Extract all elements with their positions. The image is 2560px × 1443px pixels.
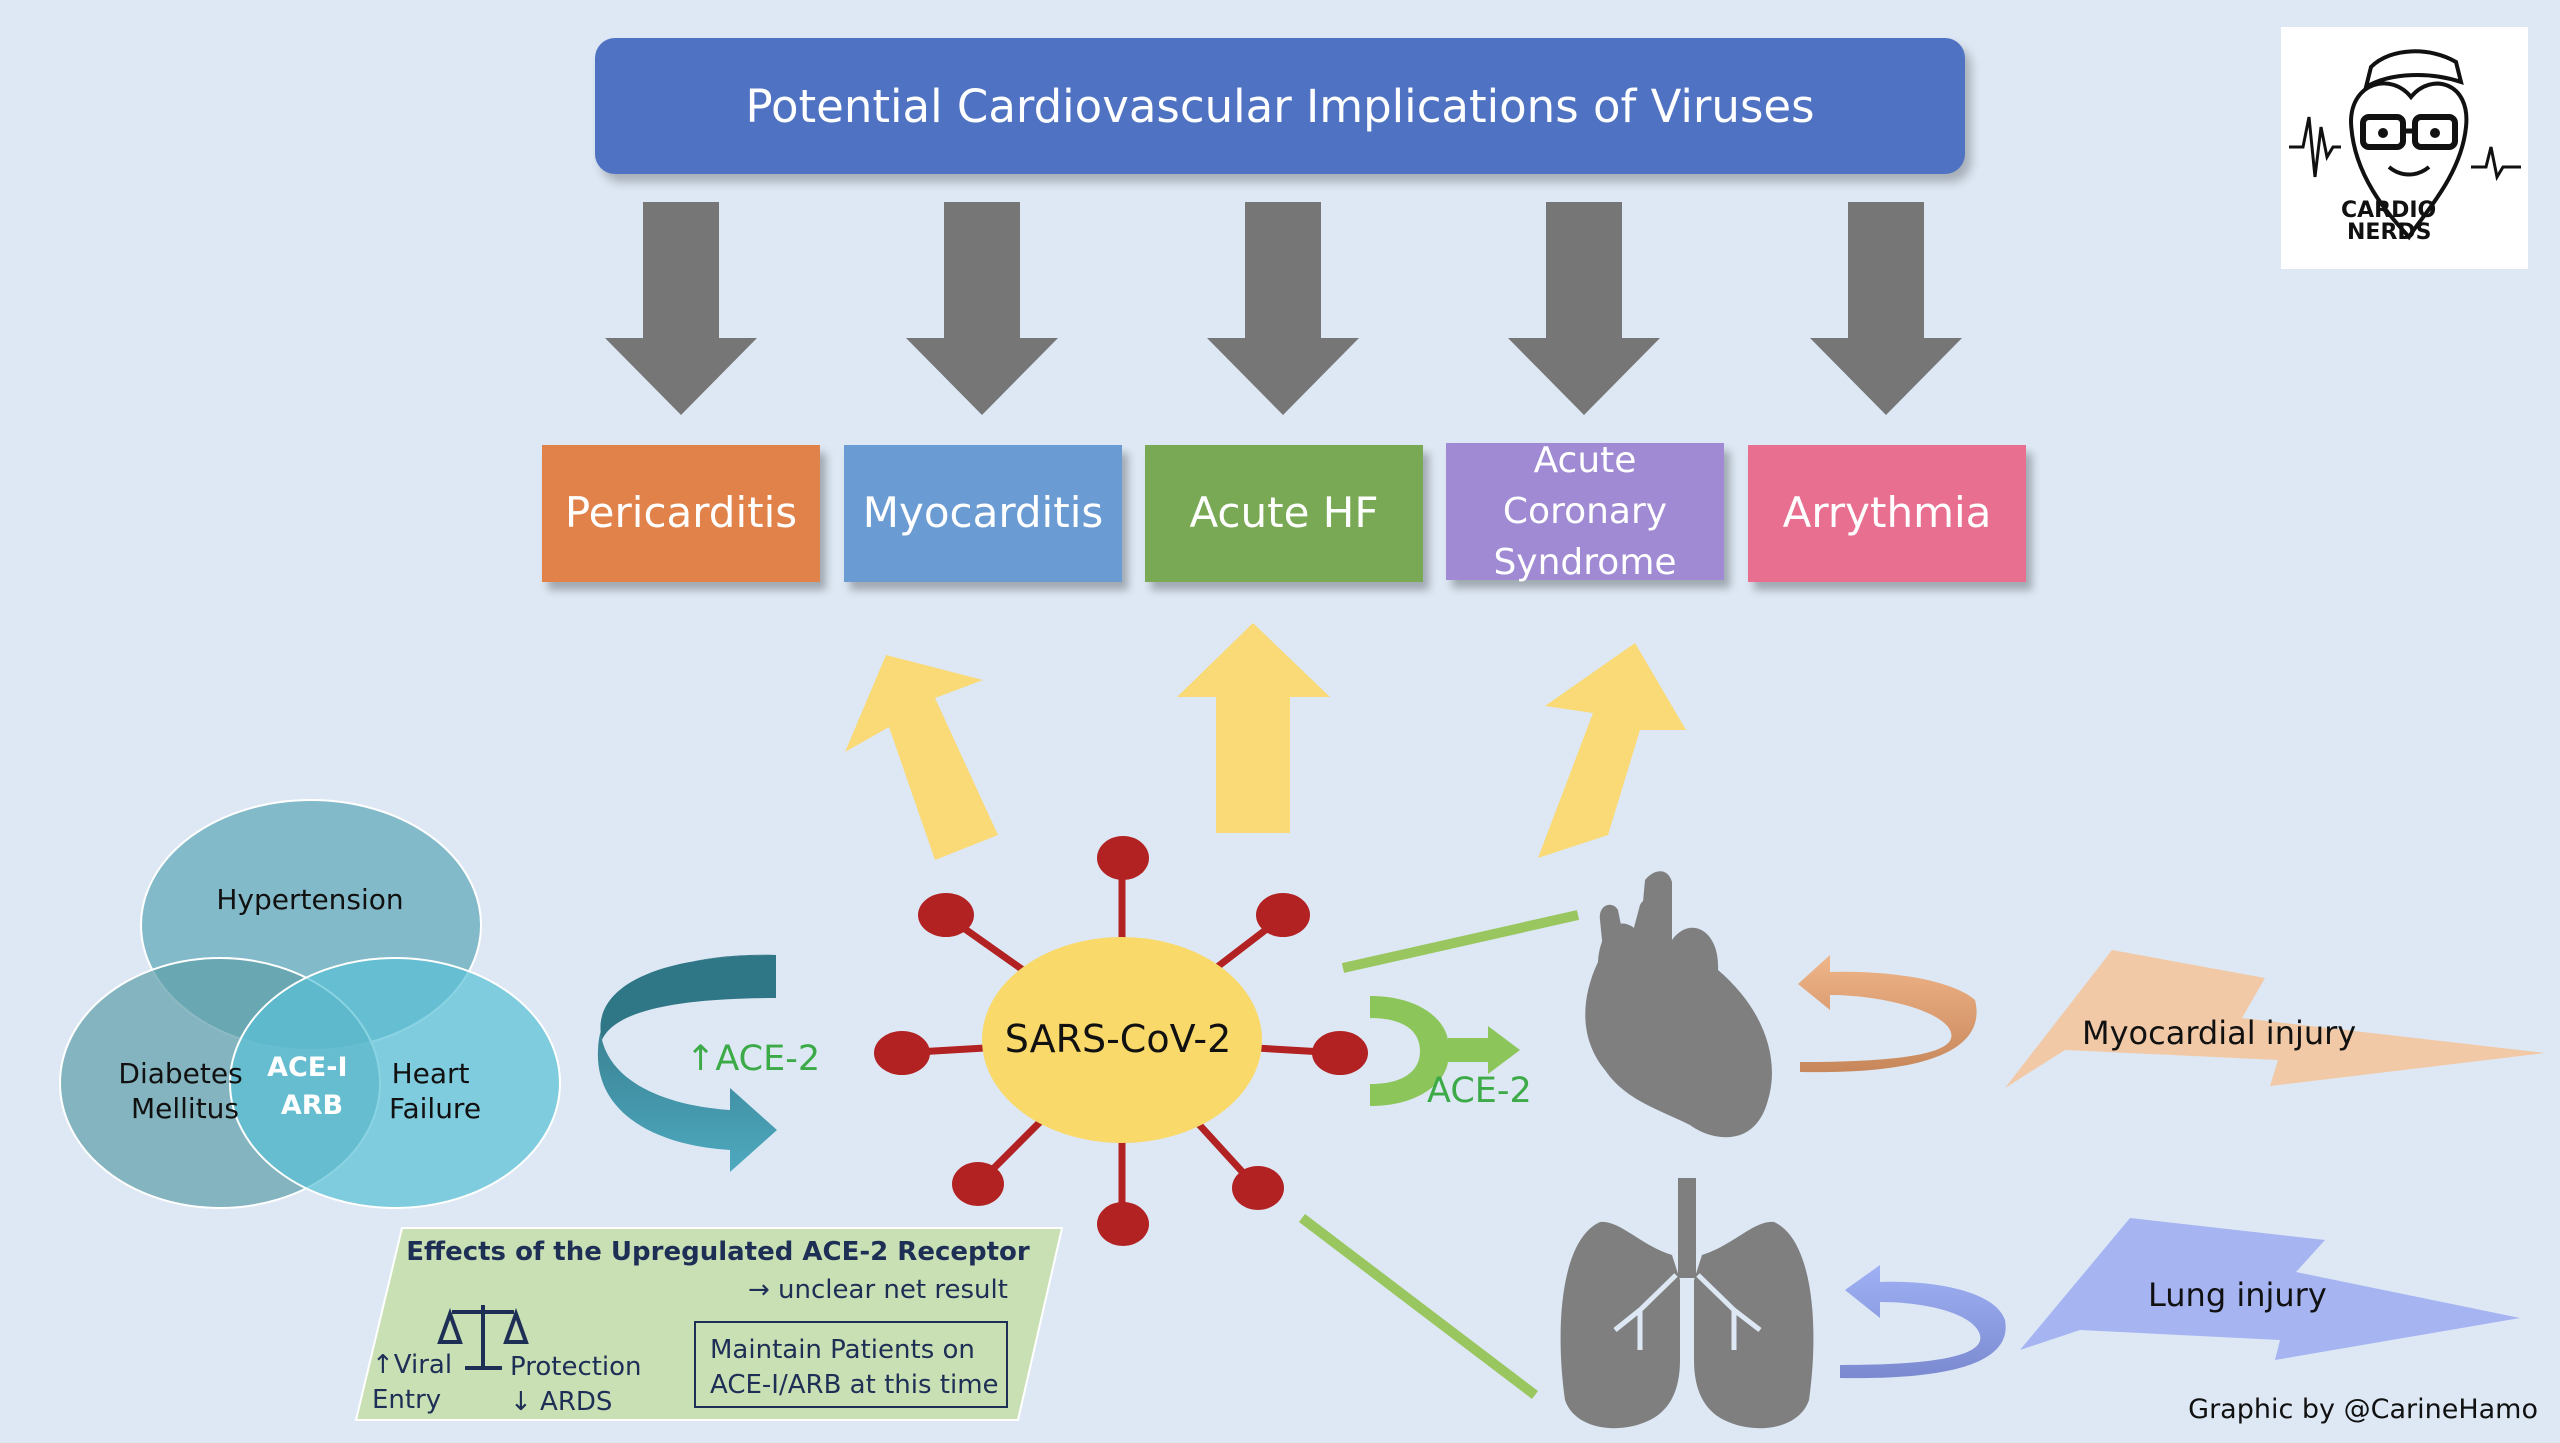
up-arrow-center [1177, 623, 1330, 833]
condition-pericarditis: Pericarditis [542, 445, 820, 582]
myocardial-curl-arrow [1798, 955, 1977, 1073]
myocardial-injury-bolt [2005, 950, 2545, 1088]
ace2-label: ACE-2 [1427, 1071, 1532, 1111]
up-arrow-right [1538, 643, 1686, 858]
effects-panel: Effects of the Upregulated ACE-2 Recepto… [354, 1227, 1064, 1421]
condition-arrythmia: Arrythmia [1748, 445, 2026, 582]
down-arrows [605, 202, 1962, 415]
heart-icon [1585, 871, 1772, 1138]
graphic-credit: Graphic by @CarineHamo [2188, 1394, 2538, 1425]
lung-injury-bolt [2020, 1218, 2520, 1360]
protection-label: Protection ↓ ARDS [510, 1352, 650, 1417]
condition-acute-coronary-syndrome: Acute Coronary Syndrome [1446, 440, 1724, 583]
lung-curl-arrow [1840, 1265, 2006, 1379]
upregulation-curl-arrow [597, 954, 777, 1172]
ace2-receptor [1370, 996, 1520, 1106]
virus-body [982, 937, 1262, 1143]
acs-line-2: Coronary [1502, 490, 1668, 532]
spike-bottom-left [952, 1162, 1004, 1206]
connector-virus-heart [1341, 910, 1580, 973]
spike-top-right [1256, 893, 1310, 937]
effects-panel-bg [354, 1227, 1064, 1421]
spike-top [1097, 836, 1149, 880]
virus: SARS-CoV-2 [874, 836, 1368, 1246]
viral-entry-label: ↑Viral Entry [372, 1350, 460, 1415]
venn-label-heart-failure: Heart Failure [389, 1057, 481, 1125]
venn-circle-heart-failure [229, 957, 561, 1209]
spike-left [874, 1031, 930, 1075]
logo-text-nerds: NERDS [2347, 220, 2432, 245]
down-arrow-acs [1508, 202, 1660, 415]
upregulation-label: ↑ACE-2 [686, 1039, 820, 1079]
up-arrow-left [845, 655, 998, 860]
maintain-text: Maintain Patients on ACE-I/ARB at this t… [710, 1335, 999, 1400]
spike-right [1312, 1031, 1368, 1075]
scale-icon [437, 1305, 529, 1370]
condition-myocarditis: Myocarditis [844, 445, 1122, 582]
spike-top-left [918, 893, 974, 937]
down-arrow-acute-hf [1207, 202, 1359, 415]
effects-result: → unclear net result [748, 1275, 1008, 1305]
comorbidity-venn: Hypertension Diabetes Mellitus Heart Fai… [59, 799, 561, 1209]
lung-injury-label: Lung injury [2148, 1276, 2327, 1314]
venn-label-diabetes: Diabetes Mellitus [118, 1057, 251, 1125]
down-arrow-myocarditis [906, 202, 1058, 415]
maintain-box [694, 1321, 1008, 1408]
spike-bottom-right [1232, 1166, 1284, 1210]
condition-acute-hf: Acute HF [1145, 445, 1423, 582]
virus-label: SARS-CoV-2 [1005, 1017, 1232, 1061]
diagram-title: Potential Cardiovascular Implications of… [595, 38, 1965, 174]
venn-label-hypertension: Hypertension [216, 883, 403, 916]
venn-label-ace-arb: ACE-I ARB [267, 1052, 357, 1121]
spike-bottom [1097, 1202, 1149, 1246]
connector-virus-lung [1298, 1214, 1539, 1399]
down-arrow-pericarditis [605, 202, 757, 415]
up-arrows [845, 623, 1686, 860]
down-arrow-arrythmia [1810, 202, 1962, 415]
effects-title: Effects of the Upregulated ACE-2 Recepto… [406, 1237, 1030, 1267]
acs-line-3: Syndrome [1493, 542, 1677, 584]
logo-heart-icon: CARDIO NERDS [2289, 49, 2521, 245]
myocardial-injury-label: Myocardial injury [2082, 1014, 2356, 1052]
logo-text-cardio: CARDIO [2341, 198, 2436, 223]
lungs-icon [1560, 1178, 1814, 1429]
acs-line-1: Acute [1533, 439, 1637, 481]
cardionerds-logo: CARDIO NERDS [2281, 27, 2528, 269]
